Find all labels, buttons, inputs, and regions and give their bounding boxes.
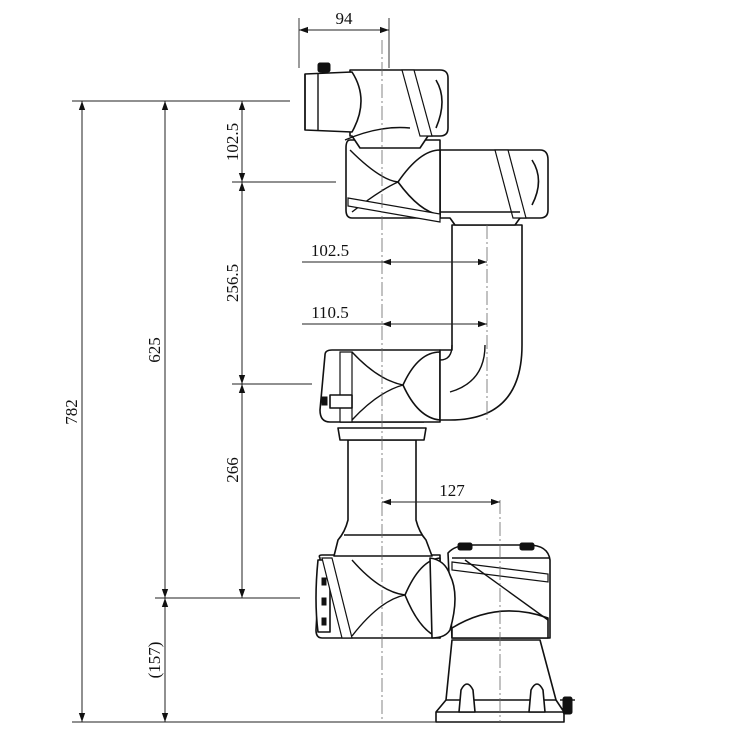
dimension-wrist-height: 102.5 <box>223 123 242 161</box>
wrist-joint <box>345 139 441 223</box>
dimension-main-height: 625 <box>145 337 164 363</box>
shoulder-joint <box>447 542 551 639</box>
upper-wrist-joint <box>439 149 549 226</box>
dimension-top-width: 94 <box>336 9 354 28</box>
dimension-lines: 94 782 625 (157) 102.5 256.5 266 102.5 <box>62 9 500 723</box>
dimension-upper-arm-length: 266 <box>223 457 242 483</box>
dimension-wrist-offset: 102.5 <box>311 241 349 260</box>
dimension-total-height: 782 <box>62 399 81 425</box>
dimension-forearm-length: 256.5 <box>223 264 242 302</box>
upper-arm <box>333 421 433 557</box>
robot-arm <box>304 40 575 723</box>
lower-elbow-joint <box>315 554 456 639</box>
forearm <box>439 224 523 421</box>
dimension-forearm-offset: 110.5 <box>311 303 349 322</box>
robot-base <box>435 639 575 723</box>
dimension-base-height: (157) <box>145 642 164 679</box>
tool-flange-joint <box>304 62 449 149</box>
dimension-shoulder-offset: 127 <box>439 481 465 500</box>
middle-elbow-joint <box>319 349 441 423</box>
